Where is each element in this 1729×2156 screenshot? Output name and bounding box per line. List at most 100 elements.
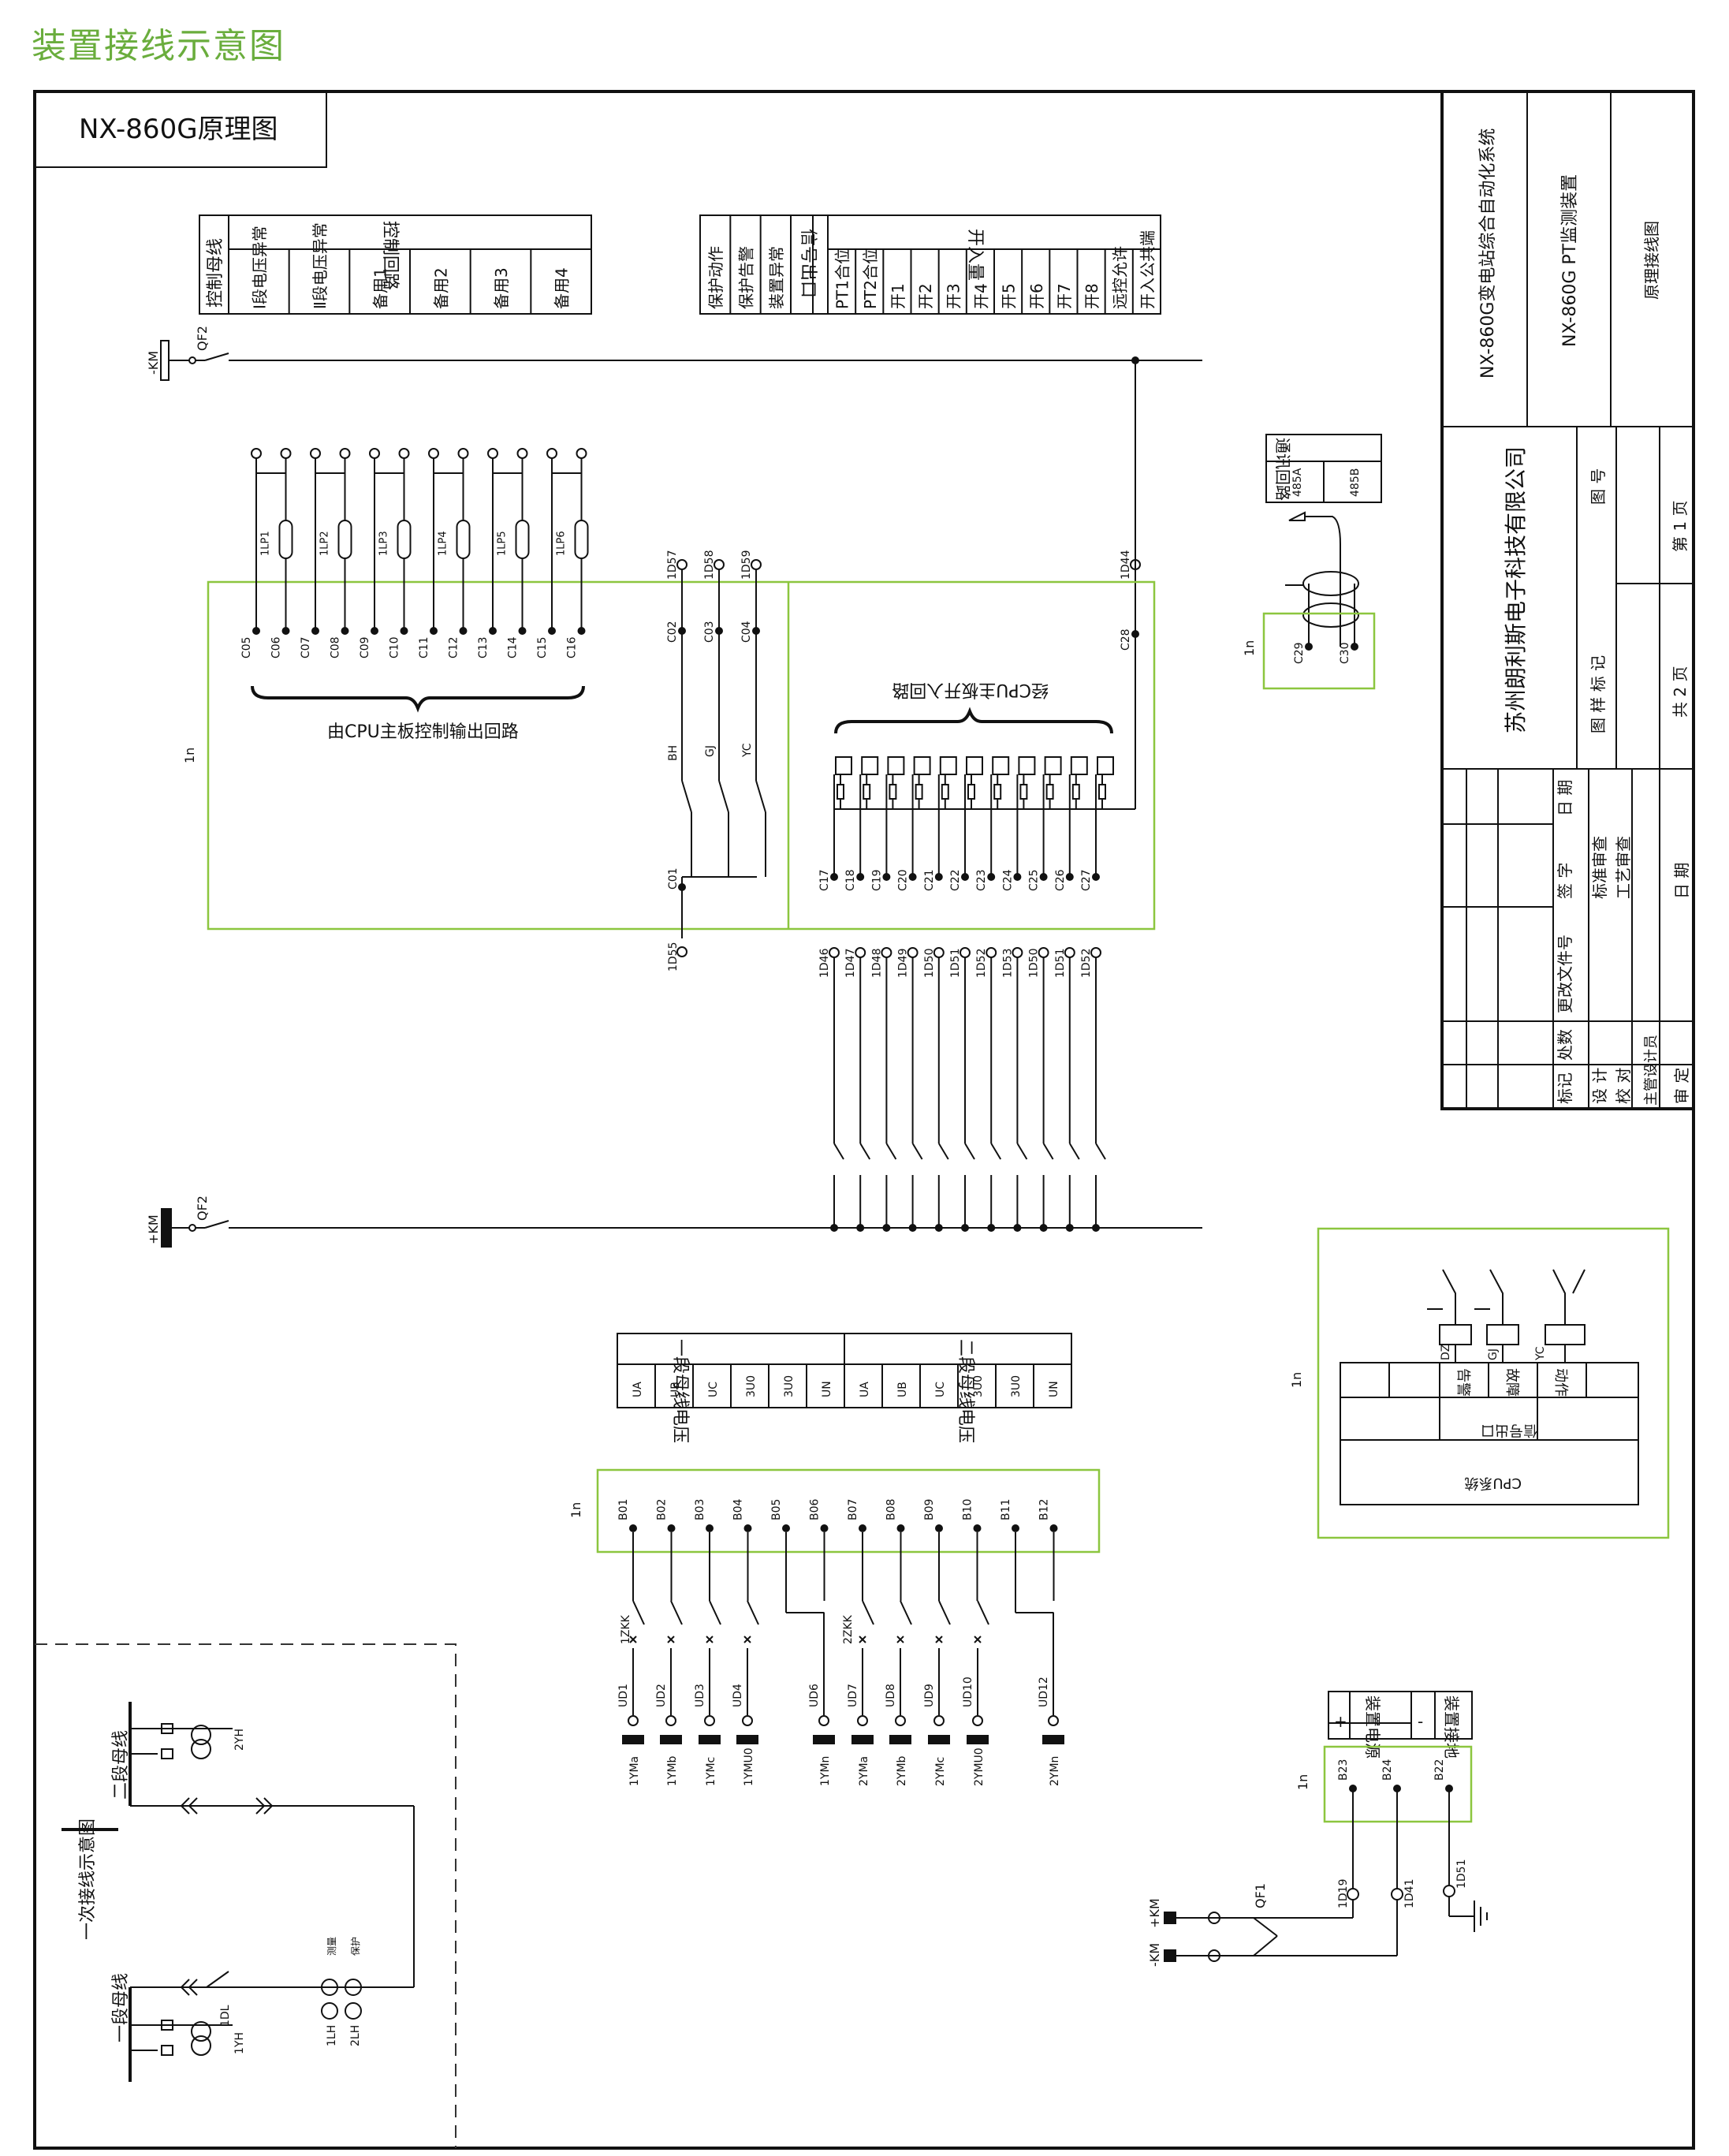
- title-page: 第 1 页: [1671, 501, 1690, 552]
- d51-label: 1D51: [1455, 1859, 1468, 1889]
- c-in-terminal: [908, 873, 917, 881]
- ym-label: 1YMa: [628, 1756, 641, 1786]
- c-out-label: C12: [448, 636, 460, 658]
- breaker-mark: [629, 1636, 637, 1643]
- optocoupler: [1018, 756, 1036, 775]
- c-in-terminal: [1065, 873, 1074, 881]
- lh1-label: 1LH: [326, 2025, 338, 2046]
- breaker-mark: [743, 1636, 751, 1643]
- c-out-label: C05: [240, 636, 253, 658]
- control-bus-label: 控制母线: [206, 238, 225, 308]
- yh2-label: 2YH: [233, 1729, 246, 1751]
- n1-label-b: 1n: [568, 1502, 583, 1518]
- resistor: [993, 784, 1002, 800]
- km-minus-label: -KM: [146, 351, 161, 375]
- resistor: [967, 784, 975, 800]
- input-brace: [834, 707, 1113, 734]
- b-terminal: [1012, 1524, 1019, 1532]
- b-terminal: [820, 1524, 829, 1532]
- lp-label: 1LP3: [378, 531, 390, 556]
- breaker-mark: [859, 1636, 866, 1643]
- b-pwr-terminal: [1393, 1785, 1401, 1792]
- top-terminal: [369, 448, 380, 459]
- yc2-label: YC: [1534, 1346, 1547, 1361]
- primary-lines: [129, 1702, 415, 2082]
- c-out-label: C15: [536, 636, 549, 658]
- lp-label: 1LP5: [497, 531, 509, 556]
- c-out-label: C08: [330, 636, 342, 658]
- optocoupler: [939, 756, 957, 775]
- c-in-terminal: [856, 873, 865, 881]
- ym-label: 2YMa: [858, 1756, 870, 1786]
- qf2-label-bottom: QF2: [195, 1195, 210, 1221]
- c-out-label: C10: [389, 636, 401, 658]
- ym-block: [813, 1735, 835, 1744]
- c-in-label: C18: [844, 869, 857, 891]
- title-figure-no: 图 号: [1589, 468, 1608, 505]
- ud-label: UD3: [694, 1684, 706, 1707]
- b-label: B09: [923, 1499, 936, 1520]
- resistor: [1019, 784, 1028, 800]
- lp-label: 1LP1: [260, 531, 272, 556]
- bus-dot: [934, 1224, 943, 1232]
- voltage-col: UN: [1048, 1381, 1060, 1397]
- ym-label: 1YMU0: [743, 1748, 755, 1786]
- voltage-col: UB: [669, 1382, 682, 1397]
- b-terminal: [935, 1524, 943, 1532]
- input-col: 开1: [889, 283, 907, 309]
- b-pwr-label: B22: [1433, 1759, 1446, 1781]
- ym-block: [889, 1735, 911, 1744]
- top-terminal: [280, 448, 292, 459]
- prot-label: 保护: [350, 1937, 361, 1956]
- sig-c-terminal: [678, 627, 686, 635]
- qf2-label-top: QF2: [195, 326, 210, 351]
- b-label: B07: [847, 1499, 859, 1520]
- signal-col: 保护告警: [737, 246, 756, 309]
- c-in-terminal: [987, 873, 996, 881]
- c-terminal: [281, 627, 290, 635]
- voltage-seg1: 一段母线电压: [670, 1339, 690, 1443]
- d-sig-label: 1D58: [703, 550, 716, 580]
- d-in-label: 1D50: [923, 948, 936, 978]
- voltage-col: UA: [632, 1382, 644, 1397]
- bh-label: BH: [667, 745, 680, 761]
- cpu-act: 动作: [1552, 1368, 1569, 1397]
- c01-label: C01: [667, 867, 680, 890]
- input-col: 开8: [1082, 283, 1101, 309]
- bus2-label: 二段母线: [111, 1730, 131, 1800]
- c29-label: C29: [1293, 642, 1306, 664]
- voltage-col: 3U0: [972, 1375, 985, 1397]
- d-sig-label: 1D57: [666, 550, 679, 580]
- c-terminal: [311, 627, 319, 635]
- title-system: NX-860G变电站综合自动化系统: [1478, 129, 1498, 379]
- ud-terminal: [665, 1715, 676, 1726]
- optocoupler: [992, 756, 1010, 775]
- cpu-sys: CPU系统: [1464, 1475, 1522, 1491]
- control-col: Ⅱ段电压异常: [311, 222, 330, 309]
- d41-label: 1D41: [1403, 1878, 1416, 1908]
- b-label: B04: [732, 1498, 745, 1520]
- control-col: 备用1: [371, 267, 390, 309]
- top-terminal: [310, 448, 321, 459]
- ym-label: 1YMb: [666, 1755, 679, 1786]
- top-terminal: [516, 448, 528, 459]
- n1-label-pwr: 1n: [1295, 1774, 1310, 1790]
- ym-label: 1YMn: [819, 1756, 832, 1786]
- d-in-label: 1D50: [1028, 948, 1041, 978]
- ud-label: UD8: [885, 1684, 897, 1707]
- d-sig-label: 1D59: [740, 550, 753, 580]
- pwr-plus: +: [1334, 1712, 1347, 1731]
- input-header: 开入量: [965, 229, 985, 281]
- b-pwr-terminal: [1349, 1785, 1357, 1792]
- resistor: [915, 784, 923, 800]
- b-label: B12: [1038, 1499, 1051, 1520]
- optocoupler: [966, 756, 983, 775]
- optocoupler: [861, 756, 879, 775]
- ym-label: 1YMc: [705, 1757, 717, 1786]
- resistor: [863, 784, 871, 800]
- top-terminal: [339, 448, 351, 459]
- breaker-mark: [935, 1636, 943, 1643]
- title-chief: 主管设计员: [1643, 1035, 1660, 1106]
- ym-label: 2YMn: [1049, 1756, 1061, 1786]
- input-col: 开入公共端: [1138, 230, 1157, 309]
